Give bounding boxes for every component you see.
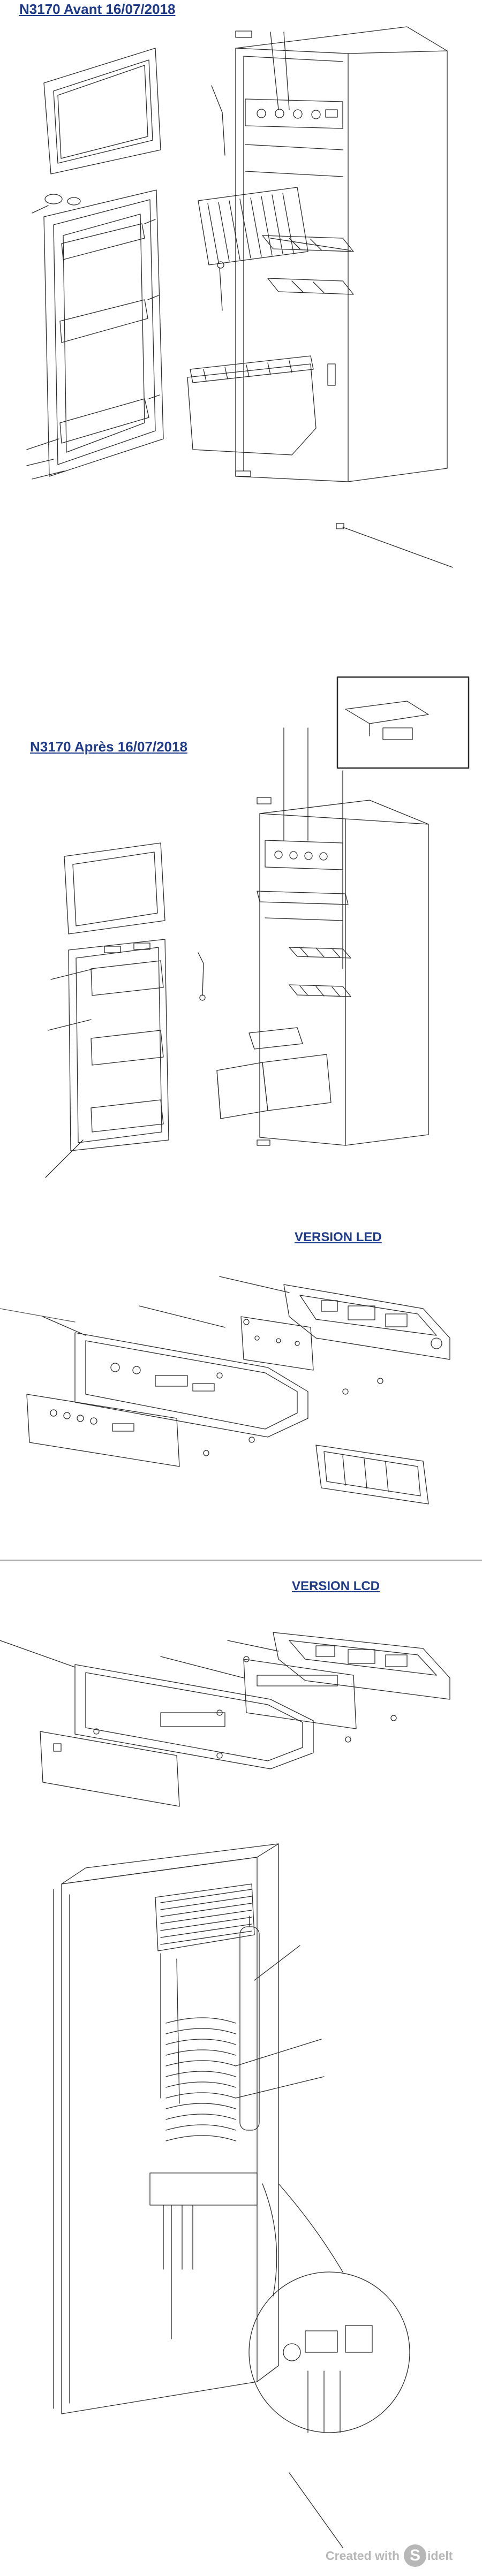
diagram-version-lcd <box>0 1632 450 1807</box>
crisper-drawer <box>187 355 317 455</box>
screw-part <box>336 523 344 529</box>
section-title-avant: N3170 Avant 16/07/2018 <box>19 1 176 17</box>
fridge-door <box>43 189 164 477</box>
bracket-part <box>211 85 225 156</box>
fridge-cabinet <box>235 26 448 482</box>
diagram-version-led <box>0 1276 482 1504</box>
cooling-coils <box>160 1953 236 2141</box>
zoom-detail-circle <box>248 2183 410 2548</box>
section-title-version-lcd: VERSION LCD <box>292 1579 380 1593</box>
lcd-control-module <box>273 1632 450 1700</box>
lcd-display-plate <box>243 1659 357 1729</box>
hinge-part <box>67 197 81 206</box>
watermark-suffix: idelt <box>427 2548 453 2563</box>
led-control-module <box>283 1284 450 1360</box>
fridge-cabinet <box>257 800 429 1146</box>
led-label-plate <box>26 1394 180 1467</box>
freezer-door <box>43 48 161 174</box>
clip-part <box>235 470 251 477</box>
led-bezel <box>74 1332 308 1438</box>
watermark-prefix: Created with <box>326 2548 400 2563</box>
led-inner-plate <box>240 1316 314 1371</box>
hinge-part <box>44 194 63 204</box>
lcd-bezel <box>74 1664 314 1769</box>
diagram-avant <box>26 26 453 568</box>
evaporator-fins <box>198 187 308 265</box>
section-title-apres: N3170 Après 16/07/2018 <box>30 739 187 755</box>
fridge-door <box>68 939 169 1151</box>
thermostat-wire <box>219 267 223 311</box>
led-lamp-module <box>315 1445 429 1504</box>
fridge-back-cabinet <box>53 1843 279 2414</box>
watermark-created-with: Created with S idelt <box>326 2544 453 2567</box>
section-title-version-led: VERSION LED <box>295 1230 382 1244</box>
condenser-fins <box>155 1883 255 1951</box>
clip-part <box>235 31 252 38</box>
watermark-logo-icon: S <box>404 2544 427 2567</box>
boiler-tube <box>239 1916 260 2131</box>
burner-assembly <box>149 2172 258 2270</box>
crisper-boxes <box>216 1027 332 1119</box>
diagram-back-view <box>53 1843 410 2548</box>
lcd-label-plate <box>40 1731 180 1807</box>
freezer-door <box>64 842 165 934</box>
diagram-apres <box>45 676 470 1178</box>
